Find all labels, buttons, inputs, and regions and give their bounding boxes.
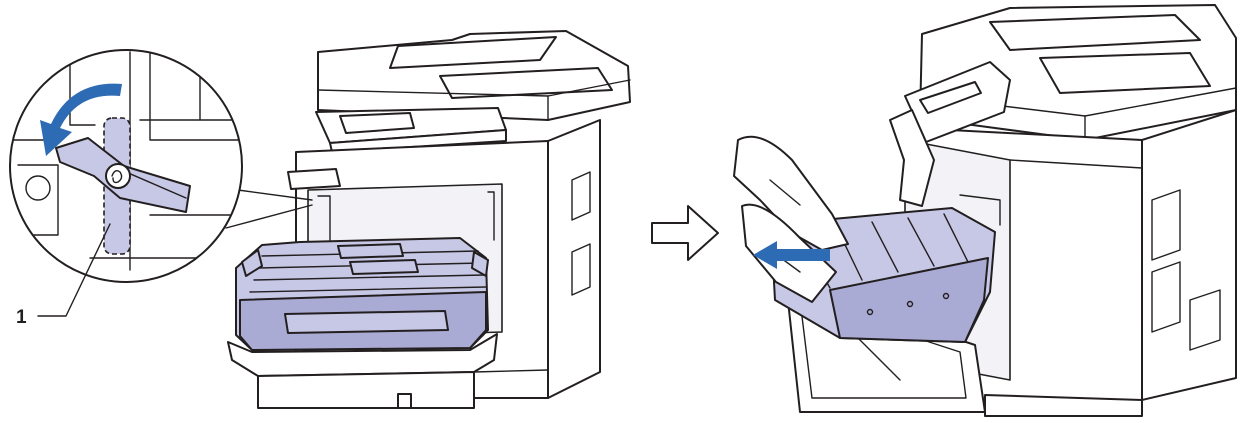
adf-output-tray-left: [439, 67, 613, 99]
adf-output-tray-right: [1039, 52, 1211, 94]
callout-leader-line: [37, 223, 111, 317]
callout-label-1: 1: [16, 307, 27, 328]
left-arrow-icon: [753, 241, 830, 269]
curved-rotate-arrow-icon: [40, 83, 122, 156]
printer-right: [733, 4, 1237, 417]
printer-base-right: [984, 394, 1143, 417]
hollow-right-arrow-icon: [651, 205, 719, 261]
lever-knob: [105, 163, 131, 189]
front-cover-open-left: [227, 333, 498, 377]
hand-right: [889, 109, 935, 207]
printer-left: [225, 30, 631, 409]
zoom-leader-line: [225, 204, 313, 229]
drum-unit-left: [235, 237, 489, 351]
touchscreen-right: [919, 81, 982, 114]
adf-feeder-tray-right: [989, 14, 1201, 51]
detail-zoom-circle: [9, 49, 243, 283]
printer-body-side-left: [547, 119, 601, 399]
zoom-leader-line: [237, 189, 313, 201]
printer-base-left: [257, 371, 475, 409]
power-button-left: [397, 393, 412, 409]
callout-1: 1: [16, 223, 111, 328]
adf-feeder-tray-left: [389, 36, 557, 69]
touchscreen-left: [339, 112, 415, 134]
printer-body-side-right: [1141, 109, 1237, 401]
